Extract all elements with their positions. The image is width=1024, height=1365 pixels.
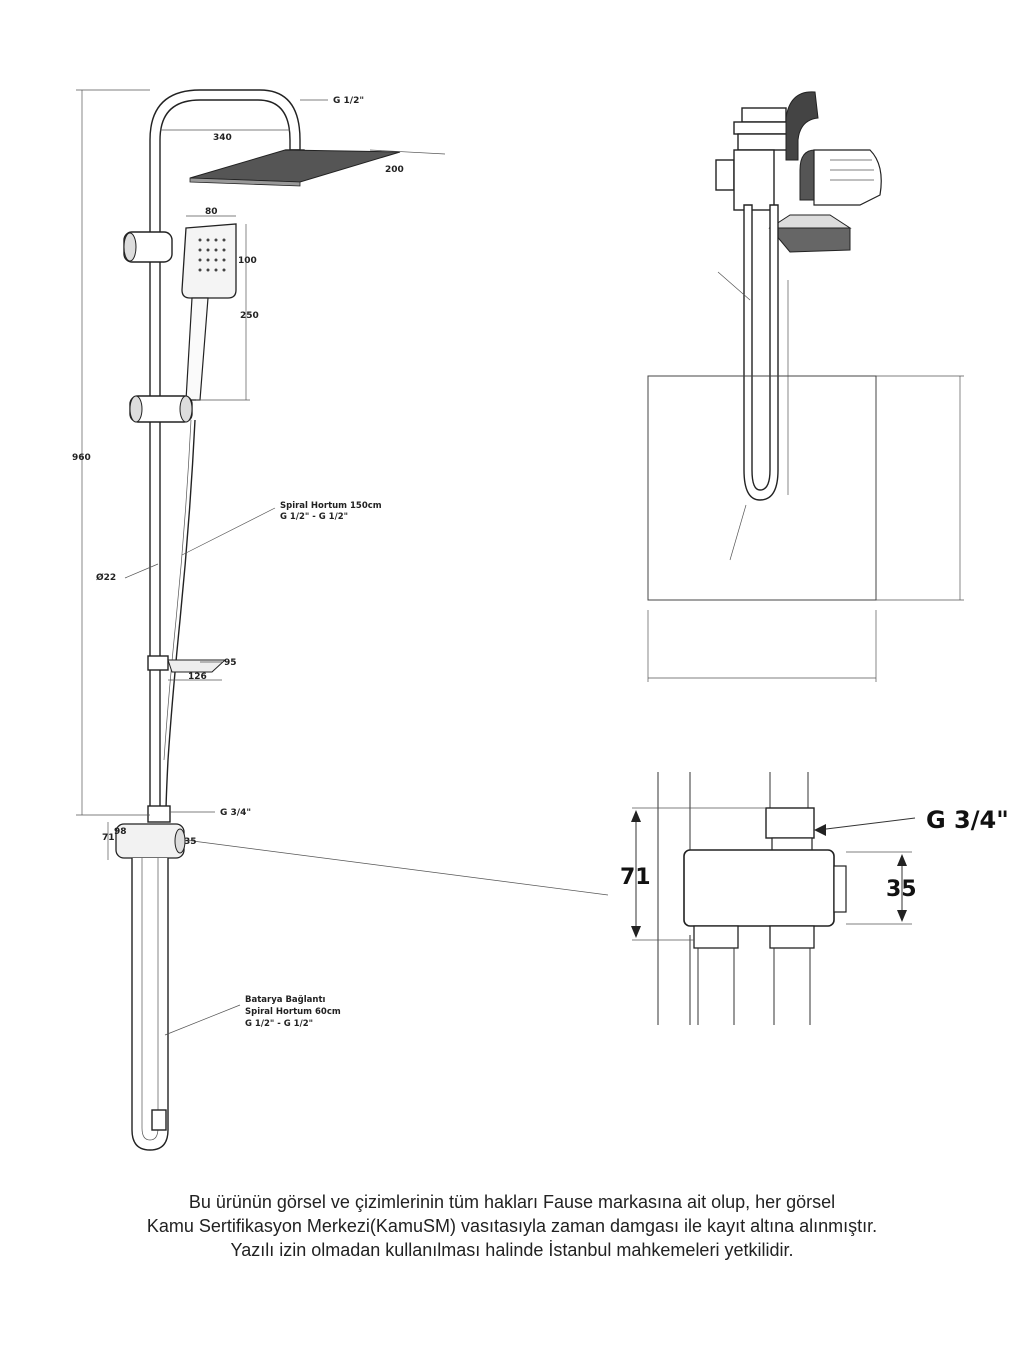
label-arm-width: 340 (213, 133, 232, 143)
copyright-line-1: Bu ürünün görsel ve çizimlerinin tüm hak… (188, 1192, 836, 1212)
soap-dish (167, 659, 227, 673)
label-battery-3: G 1/2" - G 1/2" (245, 1019, 313, 1029)
label-total-height: 960 (72, 453, 91, 463)
detail-valve-body (683, 849, 835, 927)
battery-hose (131, 858, 169, 1151)
label-battery-2: Spiral Hortum 60cm (245, 1007, 341, 1017)
copyright-notice: Bu ürünün görsel ve çizimlerinin tüm hak… (0, 1190, 1024, 1262)
label-valve-body: 35 (184, 837, 197, 847)
label-soap-width: 126 (188, 672, 207, 682)
label-spiral-hose-1: Spiral Hortum 150cm (280, 501, 382, 511)
label-spiral-hose-2: G 1/2" - G 1/2" (280, 512, 348, 522)
copyright-line-3: Yazılı izin olmadan kullanılması halinde… (230, 1240, 794, 1260)
head-plate (647, 375, 877, 601)
detail-height-label: 71 (620, 865, 651, 890)
label-head-depth: 200 (385, 165, 404, 175)
shower-column: G 1/2" 340 200 80 100 250 960 Spiral Hor… (72, 89, 609, 1151)
label-hand-length: 250 (240, 311, 259, 321)
label-valve-depth: 98 (114, 827, 127, 837)
label-valve-height: 71 (102, 833, 115, 843)
detail-body-label: 35 (886, 877, 917, 902)
detail-top-connector (765, 807, 815, 839)
spiral-hose (165, 419, 196, 813)
detail-connection-label: G 3/4" (926, 806, 1009, 834)
rain-shower-head (189, 149, 401, 183)
copyright-line-2: Kamu Sertifikasyon Merkezi(KamuSM) vasıt… (146, 1216, 878, 1236)
label-pipe-diameter: Ø22 (96, 572, 116, 583)
side-view (647, 91, 964, 682)
label-hand-width: 80 (205, 207, 218, 217)
label-hand-height: 100 (238, 256, 257, 266)
label-soap-height: 95 (224, 658, 237, 668)
label-battery-1: Batarya Bağlantı (245, 995, 326, 1005)
technical-drawing: G 1/2" 340 200 80 100 250 960 Spiral Hor… (72, 89, 1009, 1151)
valve-detail: G 3/4" 71 35 (620, 772, 1009, 1025)
label-top-inlet: G 1/2" (333, 96, 364, 106)
label-valve-connection: G 3/4" (220, 808, 251, 818)
